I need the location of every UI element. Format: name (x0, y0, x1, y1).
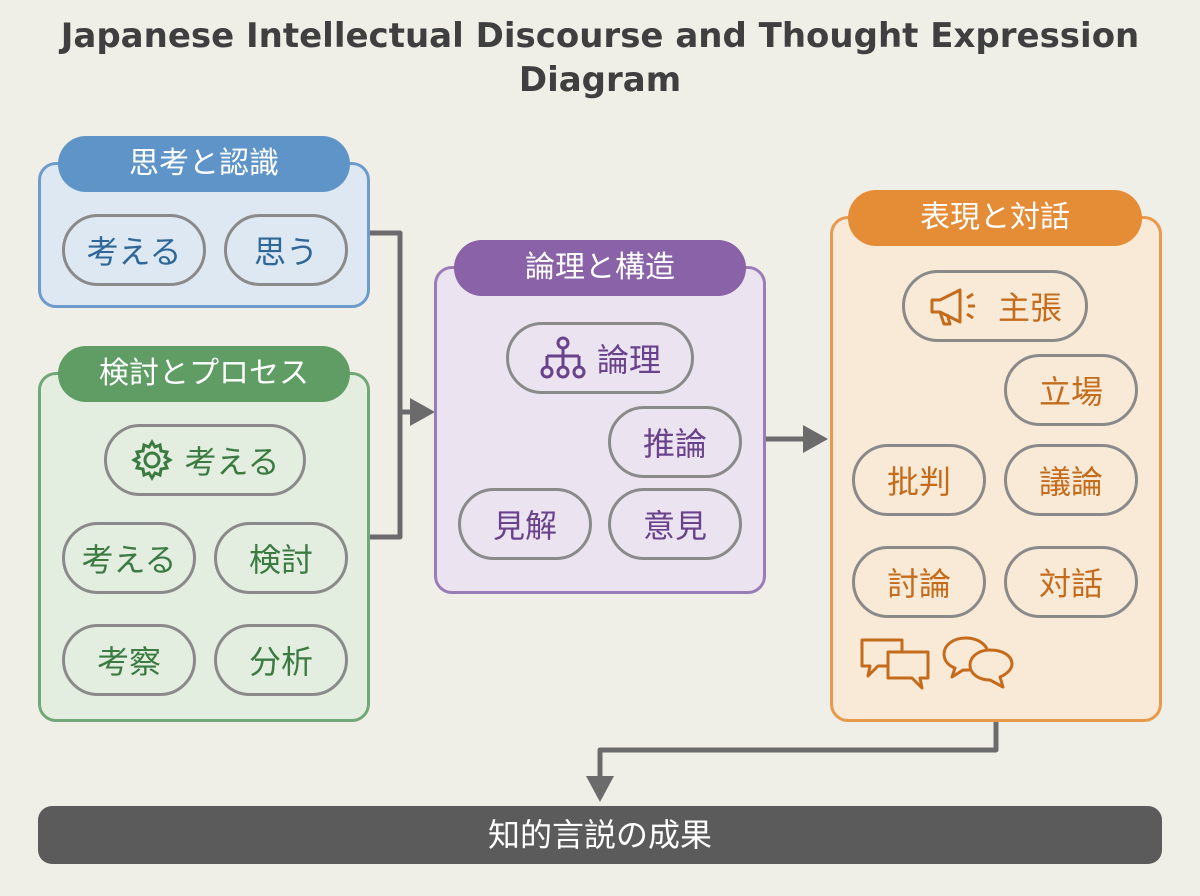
pill-bunseki[interactable]: 分析 (214, 624, 348, 696)
pill-kenkai[interactable]: 見解 (458, 488, 592, 560)
pill-label: 立場 (1038, 373, 1103, 411)
connector-process-to-logic (370, 409, 412, 540)
group-header-thought: 思考と認識 (58, 136, 350, 192)
pill-label: 分析 (248, 643, 313, 681)
chat-bubbles-square-icon (860, 638, 930, 690)
pill-hihan[interactable]: 批判 (852, 444, 986, 516)
pill-kangaeru[interactable]: 考える (62, 214, 206, 286)
pill-giron[interactable]: 議論 (1004, 444, 1138, 516)
connector-expression-to-result (597, 722, 999, 778)
pill-label: 見解 (492, 507, 557, 545)
pill-iken[interactable]: 意見 (608, 488, 742, 560)
group-header-process: 検討とプロセス (58, 346, 350, 402)
pill-label: 討論 (886, 565, 951, 603)
pill-suiron[interactable]: 推論 (608, 406, 742, 478)
gear-icon (131, 439, 174, 481)
group-header-logic: 論理と構造 (454, 240, 746, 296)
pill-label: 対話 (1038, 565, 1103, 603)
pill-label: 考える (86, 233, 182, 271)
pill-taiwa[interactable]: 対話 (1004, 546, 1138, 618)
pill-label: 議論 (1038, 463, 1103, 501)
megaphone-icon (930, 288, 975, 326)
diagram-title: Japanese Intellectual Discourse and Thou… (60, 16, 1140, 100)
pill-label: 論理 (596, 341, 661, 379)
pill-touron[interactable]: 討論 (852, 546, 986, 618)
pill-label: 批判 (886, 463, 951, 501)
arrowhead-into-result (586, 776, 614, 802)
pill-label: 主張 (997, 289, 1062, 327)
pill-label: 考える (184, 443, 280, 481)
pill-omou[interactable]: 思う (224, 214, 348, 286)
pill-label: 考察 (96, 643, 161, 681)
result-bar: 知的言説の成果 (38, 806, 1162, 864)
pill-kangaeru-2[interactable]: 考える (62, 522, 196, 594)
connector-thought-to-logic (370, 230, 403, 412)
pill-label: 推論 (642, 425, 707, 463)
chat-bubbles-round-icon (942, 636, 1014, 689)
pill-tachiba[interactable]: 立場 (1004, 354, 1138, 426)
group-header-expression: 表現と対話 (848, 190, 1142, 246)
pill-label: 考える (81, 541, 177, 579)
pill-label: 意見 (642, 507, 707, 545)
hierarchy-icon (540, 336, 586, 379)
pill-kangaeru-gear[interactable]: 考える (104, 424, 306, 496)
pill-shuchou[interactable]: 主張 (902, 270, 1088, 342)
pill-ronri[interactable]: 論理 (506, 322, 694, 394)
arrowhead-into-expression (803, 425, 828, 453)
arrowhead-into-logic (410, 398, 435, 426)
pill-kentou[interactable]: 検討 (214, 522, 348, 594)
pill-label: 検討 (248, 541, 313, 579)
pill-kousatsu[interactable]: 考察 (62, 624, 196, 696)
pill-label: 思う (253, 233, 318, 271)
